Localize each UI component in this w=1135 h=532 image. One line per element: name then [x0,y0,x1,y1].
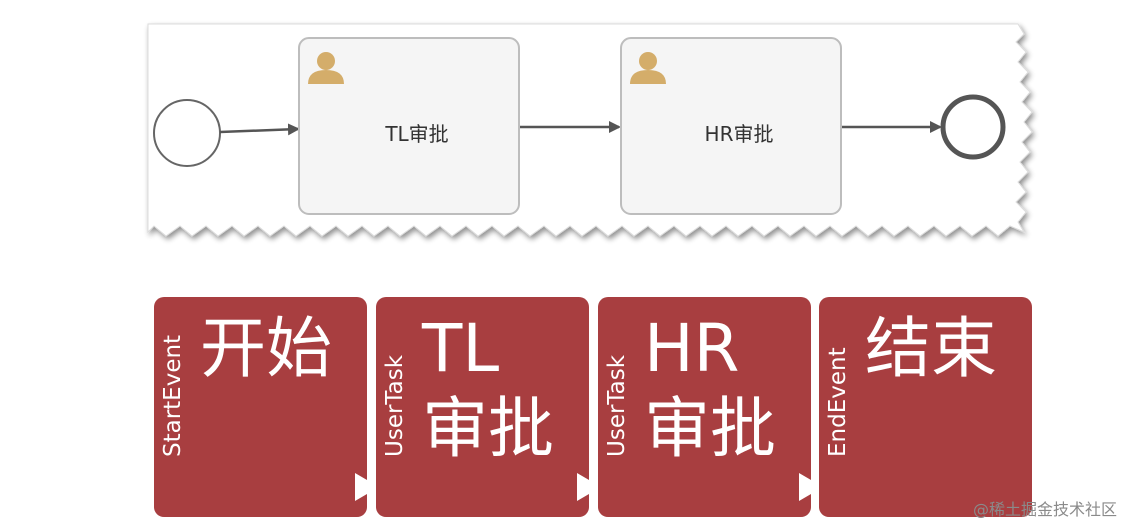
legend-card-user-task-hr: UserTask HR 审批 [598,297,811,517]
end-event-circle[interactable] [940,94,1006,160]
legend-card-start-event: StartEvent 开始 [154,297,367,517]
task-label-hr: HR审批 [705,122,774,146]
chevron-arrow-icon [799,473,811,501]
card-title: 结束 [865,310,997,387]
card-type-label: EndEvent [825,347,851,457]
card-type-label: UserTask [604,354,630,457]
card-title: TL 审批 [422,310,554,467]
user-icon [630,52,666,84]
bpmn-process-diagram: TL审批 HR审批 [147,23,1033,237]
chevron-arrow-icon [355,473,367,501]
legend-card-user-task-tl: UserTask TL 审批 [376,297,589,517]
card-type-label: StartEvent [160,334,186,457]
card-title: 开始 [200,310,332,387]
start-event-circle[interactable] [153,99,221,167]
legend-card-end-event: EndEvent 结束 [819,297,1032,517]
watermark: @稀土掘金技术社区 [972,500,1117,519]
card-type-label: UserTask [382,354,408,457]
user-task-hr[interactable]: HR审批 [620,37,842,215]
sequence-flow-start-to-tl[interactable] [219,123,300,136]
chevron-arrow-icon [577,473,589,501]
card-title: HR 审批 [644,310,776,467]
task-label-tl: TL审批 [384,122,448,146]
user-icon [308,52,344,84]
user-task-tl[interactable]: TL审批 [298,37,520,215]
